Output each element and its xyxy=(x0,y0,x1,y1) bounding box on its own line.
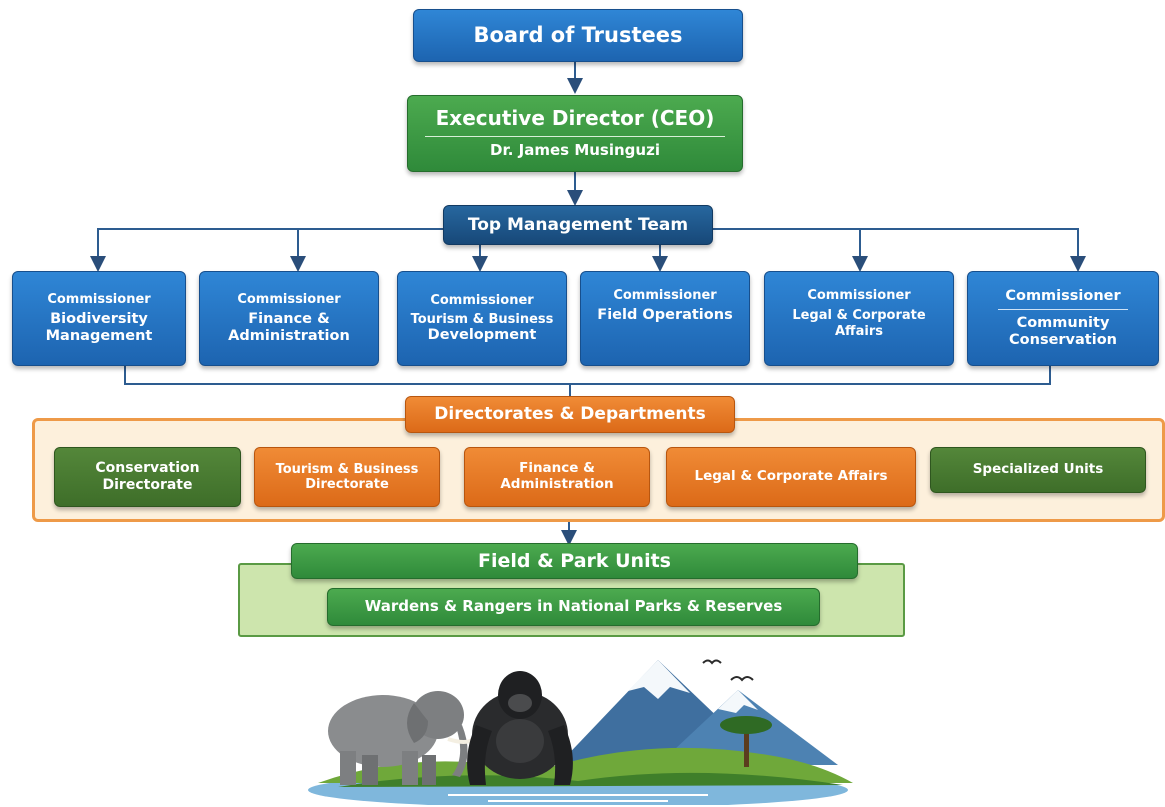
commissioner-area: Administration xyxy=(228,328,350,345)
board-of-trustees-box: Board of Trustees xyxy=(413,9,743,62)
directorates-header: Directorates & Departments xyxy=(405,396,735,433)
commissioner-field-operations-box: Commissioner Field Operations xyxy=(580,271,750,366)
commissioner-label: Commissioner xyxy=(237,291,341,307)
directorate-finance: Finance & Administration xyxy=(464,447,650,507)
commissioner-community-box: Commissioner Community Conservation xyxy=(967,271,1159,366)
wardens-rangers-label: Wardens & Rangers in National Parks & Re… xyxy=(364,597,783,616)
wardens-rangers-box: Wardens & Rangers in National Parks & Re… xyxy=(327,588,820,626)
top-management-box: Top Management Team xyxy=(443,205,713,245)
commissioner-legal-box: Commissioner Legal & Corporate Affairs xyxy=(764,271,954,366)
gorilla-icon xyxy=(467,671,573,785)
directorate-label: Specialized Units xyxy=(972,461,1104,478)
commissioner-label: Commissioner xyxy=(47,291,151,307)
commissioner-area: Development xyxy=(427,327,537,344)
executive-director-box: Executive Director (CEO) Dr. James Musin… xyxy=(407,95,743,172)
directorate-label: Administration xyxy=(500,476,614,492)
commissioner-area: Community xyxy=(1016,314,1110,331)
elephant-icon xyxy=(328,691,476,785)
commissioner-divider xyxy=(998,308,1128,310)
commissioner-tourism-box: Commissioner Tourism & Business Developm… xyxy=(397,271,567,366)
bird-icon xyxy=(702,659,754,682)
ceo-title: Executive Director (CEO) xyxy=(435,105,715,130)
wildlife-illustration xyxy=(308,659,853,805)
commissioner-area: Field Operations xyxy=(597,307,733,324)
directorate-label: Conservation xyxy=(95,460,200,477)
commissioner-label: Commissioner xyxy=(807,288,911,303)
board-title: Board of Trustees xyxy=(473,23,683,48)
ceo-divider xyxy=(425,136,725,138)
acacia-tree-icon xyxy=(720,716,772,767)
top-management-title: Top Management Team xyxy=(467,214,689,235)
directorates-title: Directorates & Departments xyxy=(434,404,706,425)
directorate-tourism: Tourism & Business Directorate xyxy=(254,447,440,507)
commissioner-label: Commissioner xyxy=(1005,287,1121,304)
directorate-specialized-units: Specialized Units xyxy=(930,447,1146,493)
directorate-label: Legal & Corporate Affairs xyxy=(694,468,888,485)
commissioner-area: Management xyxy=(45,328,153,345)
commissioner-area: Legal & Corporate Affairs xyxy=(792,308,926,339)
commissioner-area: Conservation xyxy=(1009,332,1117,349)
commissioner-label: Commissioner xyxy=(613,288,717,303)
directorate-label: Finance & xyxy=(519,460,595,477)
directorate-label: Tourism & Business xyxy=(275,461,419,477)
commissioner-area: Finance & xyxy=(248,311,330,328)
directorate-label: Directorate xyxy=(305,477,389,492)
directorate-legal: Legal & Corporate Affairs xyxy=(666,447,916,507)
directorate-label: Directorate xyxy=(102,477,193,493)
ceo-name: Dr. James Musinguzi xyxy=(490,141,660,160)
commissioner-finance-box: Commissioner Finance & Administration xyxy=(199,271,379,366)
field-units-header: Field & Park Units xyxy=(291,543,858,579)
directorate-conservation: Conservation Directorate xyxy=(54,447,241,507)
commissioner-area: Biodiversity xyxy=(50,311,148,328)
commissioner-biodiversity-box: Commissioner Biodiversity Management xyxy=(12,271,186,366)
field-units-title: Field & Park Units xyxy=(477,549,671,572)
commissioner-label: Commissioner xyxy=(430,292,534,308)
commissioner-area: Tourism & Business xyxy=(410,311,554,327)
